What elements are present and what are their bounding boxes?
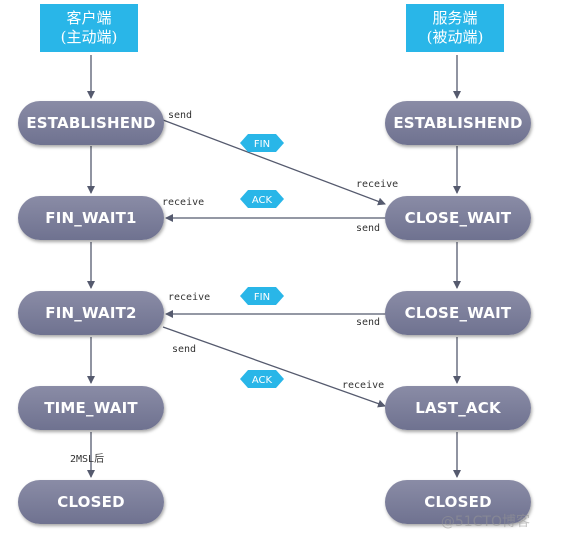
server-state-closed: CLOSED xyxy=(385,480,531,524)
badge-text: ACK xyxy=(252,375,273,386)
badge-text: FIN xyxy=(254,139,270,150)
receive-label: receive xyxy=(342,380,385,391)
send-label: send xyxy=(356,223,381,234)
receive-label: receive xyxy=(356,179,399,190)
server-state-established: ESTABLISHEND xyxy=(385,101,531,145)
send-label: send xyxy=(172,344,197,355)
client-state-fin-wait1: FIN_WAIT1 xyxy=(18,196,164,240)
message-arrow-ack-2 xyxy=(162,326,386,408)
server-header-title: 服务端 xyxy=(432,9,478,27)
client-state-fin-wait2: FIN_WAIT2 xyxy=(18,291,164,335)
badge-shape: FIN xyxy=(240,134,284,152)
client-header-subtitle: (主动端) xyxy=(60,28,118,46)
server-header-subtitle: (被动端) xyxy=(426,28,484,46)
receive-label: receive xyxy=(168,292,211,303)
send-label: send xyxy=(356,317,381,328)
message-badge-fin-2: FIN xyxy=(240,287,284,305)
badge-shape: FIN xyxy=(240,287,284,305)
server-state-last-ack: LAST_ACK xyxy=(385,386,531,430)
server-state-close-wait-2: CLOSE_WAIT xyxy=(385,291,531,335)
timeout-label: 2MSL后 xyxy=(70,454,105,465)
send-label: send xyxy=(168,110,193,121)
watermark: @51CTO博客 xyxy=(440,514,530,530)
message-arrow-fin-1 xyxy=(162,119,386,206)
message-badge-fin-1: FIN xyxy=(240,134,284,152)
client-header: 客户端 (主动端) xyxy=(40,4,138,52)
receive-label: receive xyxy=(162,197,205,208)
badge-text: FIN xyxy=(254,292,270,303)
message-badge-ack-2: ACK xyxy=(240,370,284,388)
message-badge-ack-1: ACK xyxy=(240,190,284,208)
badge-shape: ACK xyxy=(240,370,284,388)
client-state-closed: CLOSED xyxy=(18,480,164,524)
server-state-close-wait-1: CLOSE_WAIT xyxy=(385,196,531,240)
client-state-time-wait: TIME_WAIT xyxy=(18,386,164,430)
badge-shape: ACK xyxy=(240,190,284,208)
server-header: 服务端 (被动端) xyxy=(406,4,504,52)
client-header-title: 客户端 xyxy=(66,9,112,27)
badge-text: ACK xyxy=(252,195,273,206)
client-state-established: ESTABLISHEND xyxy=(18,101,164,145)
